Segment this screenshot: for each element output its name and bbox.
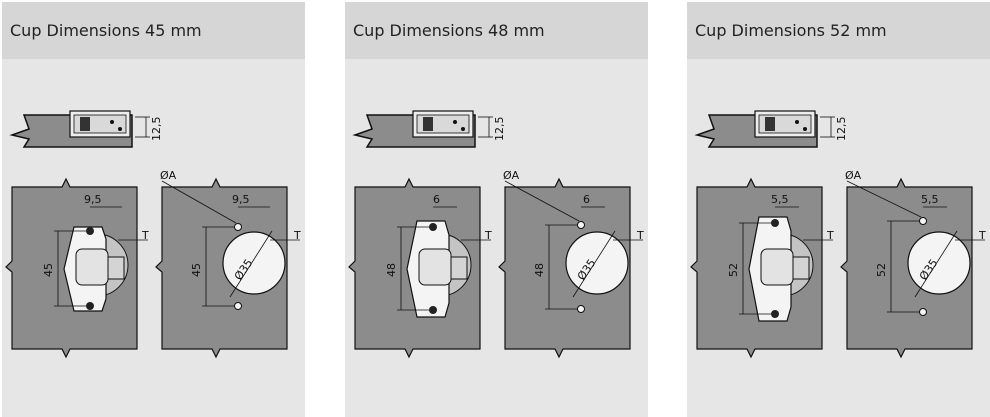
tab-label: T [978,229,986,242]
offset-label: 9,5 [84,193,102,206]
offset-label: 5,5 [921,193,939,206]
bore-view: Ø35 ØA 48 6 T [498,169,644,359]
panel-title: Cup Dimensions 48 mm [353,21,545,40]
mounting-plate-view: 52 5,5 T [690,177,834,359]
panel-header: Cup Dimensions 48 mm [345,2,648,59]
hinge-drawing: 12,5 48 6 T Ø35 ØA [348,110,644,359]
offset-label: 6 [433,193,440,206]
hole-spacing-label: 48 [385,263,398,277]
hinge-drawing: 12,5 45 9,5 T Ø35 ØA [5,110,301,359]
panel-title: Cup Dimensions 52 mm [695,21,887,40]
tab-label: T [636,229,644,242]
panel-header: Cup Dimensions 52 mm [687,2,990,59]
panel-header: Cup Dimensions 45 mm [2,2,305,59]
tab-label: T [484,229,492,242]
hinge-panel-52mm: Cup Dimensions 52 mm 12,5 52 [687,2,990,417]
hole-spacing-label: 52 [875,263,888,277]
cup-depth-label: 12,5 [493,117,506,142]
bore-view: Ø35 ØA 52 5,5 T [840,169,986,359]
hole-spacing-label: 45 [42,263,55,277]
bore-label: ØA [160,169,177,182]
side-view: 12,5 [9,110,163,148]
tab-label: T [293,229,301,242]
tab-label: T [141,229,149,242]
hinge-drawing: 12,5 52 5,5 T Ø35 ØA [690,110,986,359]
tab-label: T [826,229,834,242]
offset-label: 6 [583,193,590,206]
offset-label: 9,5 [232,193,250,206]
bore-view: Ø35 ØA 45 9,5 T [155,169,301,359]
mounting-plate-view: 45 9,5 T [5,177,149,359]
side-view: 12,5 [694,110,848,148]
panel-title: Cup Dimensions 45 mm [10,21,202,40]
hole-spacing-label: 45 [190,263,203,277]
offset-label: 5,5 [771,193,789,206]
cup-depth-label: 12,5 [150,117,163,142]
mounting-plate-view: 48 6 T [348,177,492,359]
bore-label: ØA [845,169,862,182]
hinge-panel-45mm: Cup Dimensions 45 mm 12,5 45 [2,2,305,417]
cup-depth-label: 12,5 [835,117,848,142]
side-view: 12,5 [352,110,506,148]
bore-label: ØA [503,169,520,182]
hole-spacing-label: 52 [727,263,740,277]
hinge-panel-48mm: Cup Dimensions 48 mm 12,5 48 [345,2,648,417]
hole-spacing-label: 48 [533,263,546,277]
